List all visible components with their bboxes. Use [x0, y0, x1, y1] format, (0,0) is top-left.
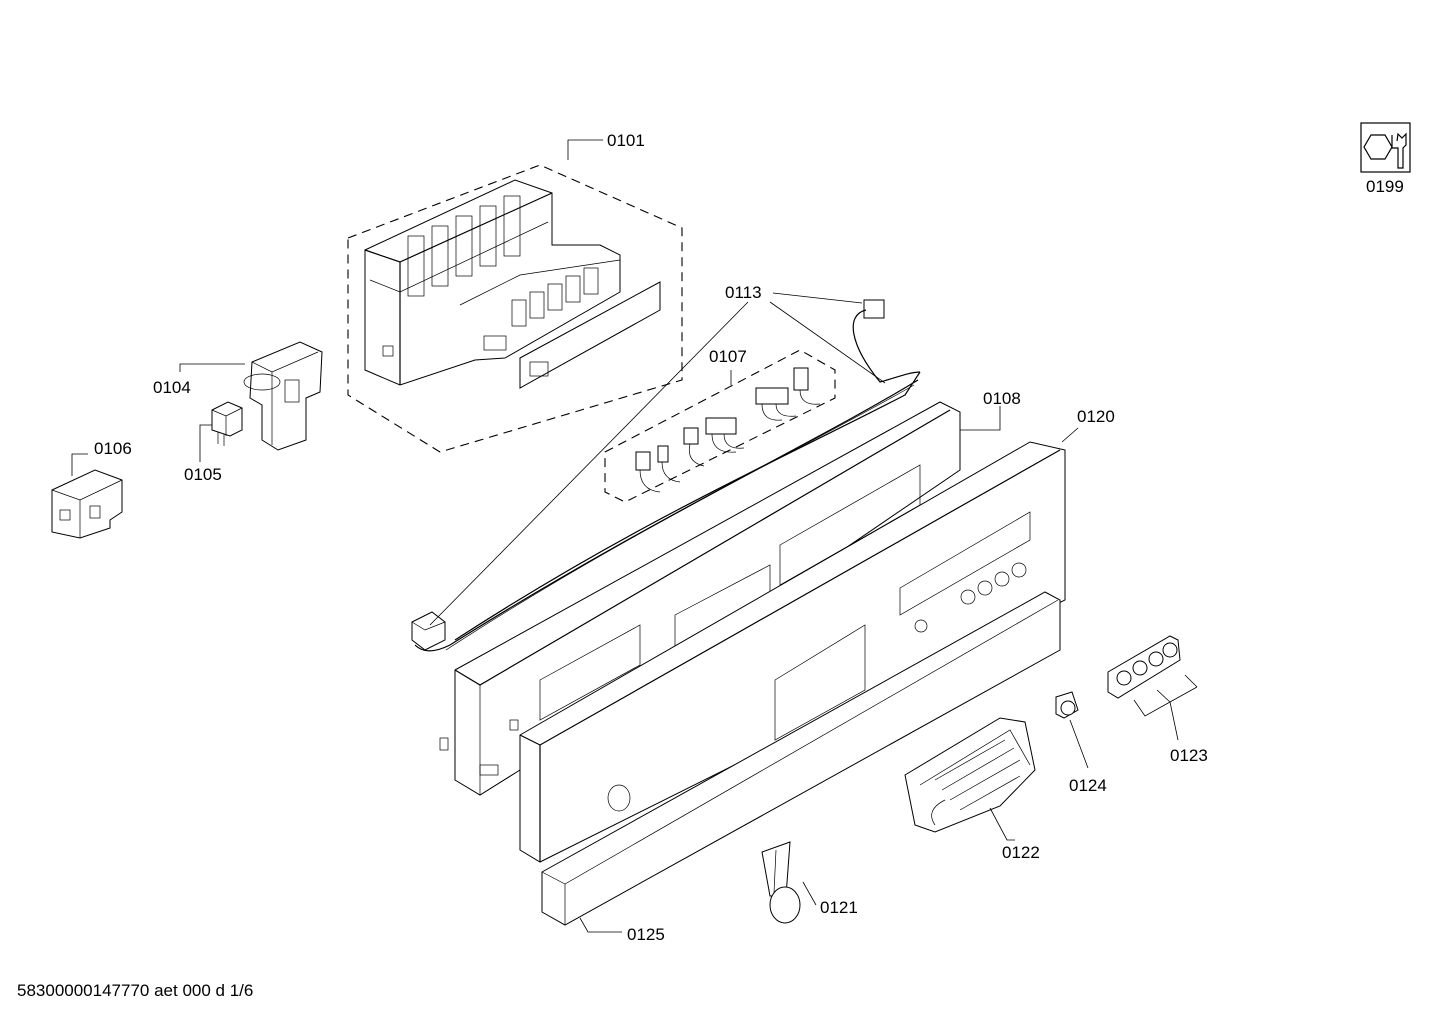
- label-0113: 0113: [725, 283, 762, 302]
- part-0125-bottom-strip[interactable]: [541, 591, 1061, 926]
- part-0101-control-module[interactable]: [347, 164, 683, 453]
- part-0124-knob[interactable]: [1055, 691, 1079, 719]
- part-0120-front-panel[interactable]: [519, 441, 1066, 863]
- service-tool-icon: [1360, 122, 1411, 173]
- part-0107-connectors[interactable]: [604, 349, 836, 503]
- label-0120: 0120: [1077, 407, 1115, 426]
- label-0107: 0107: [709, 347, 747, 366]
- part-0105-sensor[interactable]: [211, 401, 243, 446]
- part-0113-wire-harness[interactable]: [411, 299, 921, 652]
- label-0106: 0106: [94, 439, 132, 458]
- label-0101: 0101: [607, 131, 645, 150]
- part-0121-lever[interactable]: [761, 841, 801, 924]
- label-0104: 0104: [153, 378, 191, 397]
- label-0122: 0122: [1002, 843, 1040, 862]
- part-0122-dispenser-lid[interactable]: [904, 717, 1036, 833]
- part-0123-button-set[interactable]: [1107, 635, 1181, 699]
- label-0108: 0108: [983, 389, 1021, 408]
- part-0106-switch[interactable]: [51, 469, 123, 539]
- document-id: 58300000147770 aet 000 d 1/6: [17, 981, 254, 1000]
- label-0123: 0123: [1170, 746, 1208, 765]
- label-0124: 0124: [1069, 776, 1107, 795]
- label-0199: 0199: [1366, 177, 1404, 196]
- label-0105: 0105: [184, 465, 222, 484]
- label-0125: 0125: [627, 925, 665, 944]
- label-0121: 0121: [820, 898, 858, 917]
- part-0104-valve[interactable]: [243, 341, 323, 451]
